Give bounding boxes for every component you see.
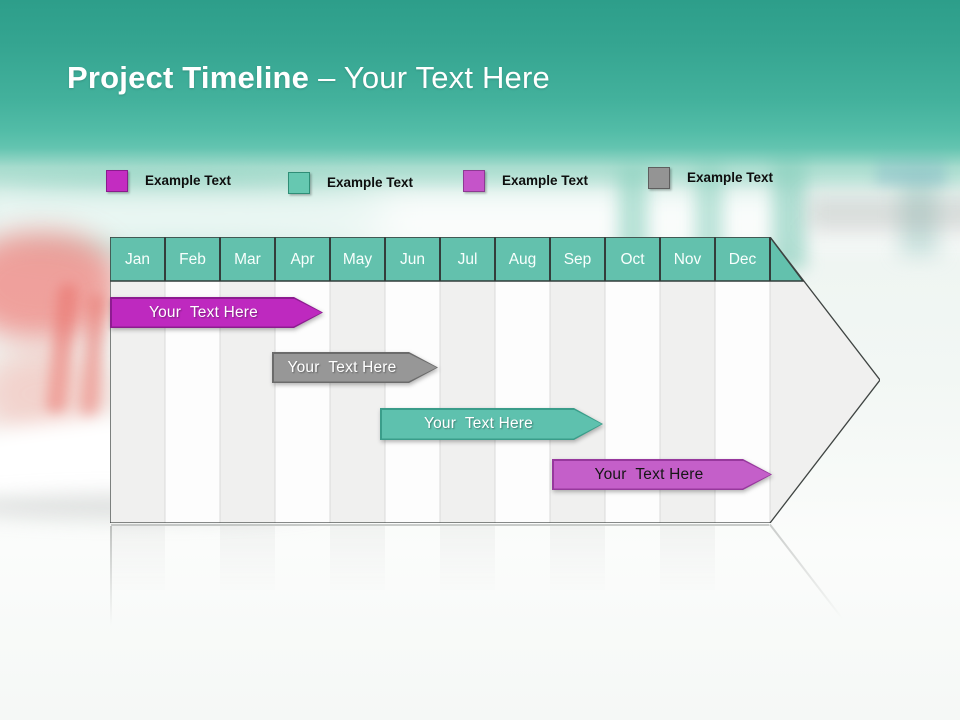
legend-label: Example Text <box>327 175 414 190</box>
legend-label: Example Text <box>502 173 589 188</box>
gantt-bar-orchid: Your Text Here <box>552 459 772 490</box>
gantt-bar-fill: Your Text Here <box>554 461 771 489</box>
month-header-row: Jan Feb Mar Apr May Jun Jul Aug Sep Oct … <box>110 237 770 281</box>
month-cell-nov: Nov <box>673 251 702 268</box>
month-cell-aug: Aug <box>508 251 537 268</box>
legend-item-gray: Example Text <box>648 167 773 189</box>
gantt-bar-fill: Your Text Here <box>274 354 437 382</box>
legend-item-orchid: Example Text <box>463 170 588 192</box>
chart-reflection <box>110 526 112 626</box>
month-cell-jul: Jul <box>457 251 478 268</box>
gantt-bar-label: Your Text Here <box>287 358 397 376</box>
slide-title-main: Project Timeline <box>67 60 310 95</box>
gantt-bar-magenta: Your Text Here <box>110 297 323 328</box>
month-cell-jan: Jan <box>125 251 150 268</box>
legend-swatch-orchid-icon <box>463 170 485 192</box>
title-band <box>0 0 960 192</box>
month-cell-apr: Apr <box>290 251 315 268</box>
bg-blur-gray-band <box>808 196 960 232</box>
legend-item-teal: Example Text <box>288 172 413 194</box>
slide-title-suffix: – Your Text Here <box>318 60 550 95</box>
gantt-bar-label: Your Text Here <box>424 415 533 432</box>
legend-label: Example Text <box>145 173 232 188</box>
month-cell-may: May <box>342 251 373 268</box>
chart-reflection <box>110 526 770 616</box>
month-cell-dec: Dec <box>728 251 757 268</box>
timeline-chart: Jan Feb Mar Apr May Jun Jul Aug Sep Oct … <box>110 237 880 523</box>
timeline-arrow-shape <box>110 237 880 523</box>
legend-swatch-gray-icon <box>648 167 670 189</box>
month-cell-feb: Feb <box>179 251 206 268</box>
legend-item-magenta: Example Text <box>106 170 231 192</box>
month-cell-sep: Sep <box>563 251 592 268</box>
gantt-bar-fill: Your Text Here <box>112 299 322 327</box>
month-cell-mar: Mar <box>234 251 261 268</box>
legend-swatch-magenta-icon <box>106 170 128 192</box>
gantt-bar-label: Your Text Here <box>149 303 258 321</box>
gantt-bar-label: Your Text Here <box>594 465 704 483</box>
gantt-bar-fill: Your Text Here <box>382 410 602 439</box>
gantt-bar-teal: Your Text Here <box>380 408 603 440</box>
month-cell-jun: Jun <box>400 251 425 268</box>
slide-title: Project Timeline– Your Text Here <box>67 60 550 96</box>
chart-reflection <box>111 524 769 526</box>
legend-label: Example Text <box>687 170 774 185</box>
month-cell-oct: Oct <box>620 251 645 268</box>
gantt-bar-gray: Your Text Here <box>272 352 438 383</box>
legend-swatch-teal-icon <box>288 172 310 194</box>
